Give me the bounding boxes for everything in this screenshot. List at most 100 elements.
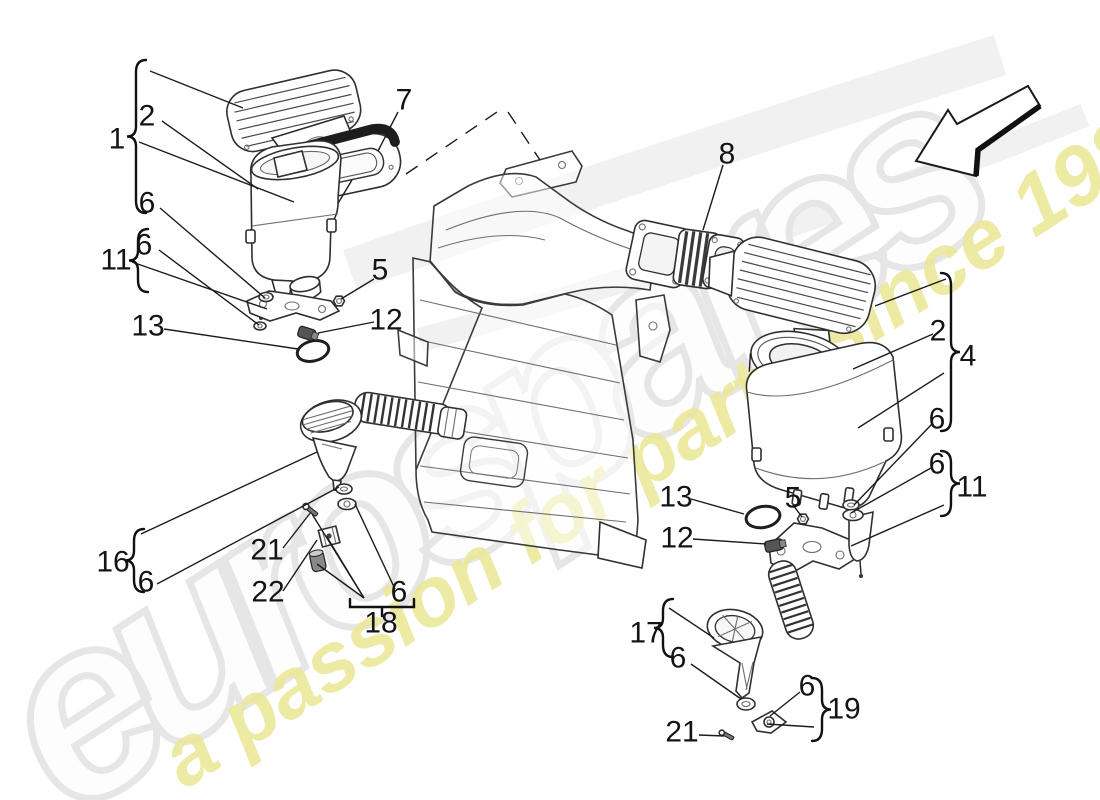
air-cleaner-cover-right: [707, 236, 877, 335]
o-ring-left: [295, 339, 331, 363]
sensor-right: [763, 538, 787, 553]
part-number-6: 6: [670, 642, 687, 675]
leader-line: [853, 423, 933, 506]
group-brackets: [124, 58, 961, 743]
part-number-5: 5: [372, 254, 389, 287]
part-number-22: 22: [251, 576, 284, 609]
corrugated-hose-right: [767, 560, 815, 640]
housing-drain-right: [848, 510, 874, 562]
leader-line: [340, 278, 375, 300]
part-number-12: 12: [369, 304, 402, 337]
leader-line: [282, 511, 312, 549]
panel-right-bracket: [635, 294, 671, 363]
leader-line: [769, 691, 801, 717]
leader-line: [159, 207, 266, 299]
group-bracket: [348, 597, 416, 618]
leader-line: [698, 734, 725, 737]
leader-line: [702, 164, 724, 231]
air-conveyor-panel: [397, 150, 746, 569]
intake-duct-left: [299, 391, 468, 573]
leader-line: [282, 539, 318, 592]
part-number-21: 21: [250, 534, 283, 567]
part-number-6: 6: [138, 566, 155, 599]
leader-line: [857, 372, 945, 429]
duct-flange: [625, 219, 693, 289]
leader-line: [874, 278, 947, 307]
leader-line: [850, 504, 945, 547]
washer: [337, 497, 357, 511]
conveyor-main-panel: [412, 256, 639, 558]
rubber-grommet: [258, 291, 274, 303]
housing-clip: [326, 218, 337, 233]
leader-line: [766, 723, 815, 728]
part-number-6: 6: [929, 403, 946, 436]
part-number-11: 11: [100, 244, 131, 277]
housing-clip: [883, 427, 894, 442]
part-number-8: 8: [719, 138, 736, 171]
leader-line: [161, 120, 259, 190]
air-intake-cup-left: [299, 399, 363, 443]
leader-line: [140, 451, 318, 535]
part-number-6: 6: [391, 576, 408, 609]
washer: [842, 508, 864, 522]
part-number-2: 2: [139, 100, 156, 133]
leader-line: [316, 563, 365, 599]
part-number-11: 11: [956, 471, 987, 504]
air-intake-cup-right: [706, 608, 764, 650]
part-number-7: 7: [396, 84, 413, 117]
sensor-left: [297, 325, 320, 342]
leader-line: [852, 333, 934, 370]
part-number-4: 4: [960, 340, 977, 373]
housing-inner-cartridge: [273, 150, 308, 178]
panel-recess: [459, 436, 529, 488]
leader-line: [326, 536, 365, 599]
group-bracket: [653, 597, 675, 659]
housing-clip: [751, 447, 762, 462]
part-number-2: 2: [930, 315, 947, 348]
part-number-17: 17: [629, 617, 662, 650]
fixing-screw: [718, 729, 735, 741]
part-number-6: 6: [929, 448, 946, 481]
leader-line: [317, 321, 375, 334]
rubber-bushing: [308, 549, 327, 573]
part-number-18: 18: [364, 607, 397, 640]
corrugated-hose-left: [353, 391, 468, 440]
duct-funnel-right: [710, 635, 763, 700]
leader-line: [405, 111, 498, 175]
panel-foot: [597, 520, 647, 569]
leader-lines: [131, 70, 947, 737]
leader-line: [850, 467, 932, 514]
leader-line: [690, 663, 742, 700]
part-number-12: 12: [660, 522, 693, 555]
part-number-6: 6: [139, 187, 156, 220]
air-cleaner-assembly-right: [707, 236, 903, 578]
group-bracket: [939, 449, 961, 518]
leader-line: [158, 249, 260, 326]
direction-arrow-icon: [914, 84, 1042, 178]
leader-line: [138, 141, 295, 203]
housing-clip: [245, 229, 256, 244]
group-bracket: [128, 227, 150, 294]
group-bracket: [939, 271, 961, 433]
leader-line: [792, 504, 803, 518]
air-cleaner-assembly-left: [226, 69, 402, 363]
leader-line: [692, 538, 767, 545]
part-number-6: 6: [136, 229, 153, 262]
group-bracket: [810, 676, 832, 743]
part-number-5: 5: [785, 482, 802, 515]
group-bracket: [124, 527, 146, 594]
leader-line: [354, 503, 396, 590]
panel-left-tab: [397, 328, 429, 368]
intake-duct-right: [706, 560, 815, 741]
part-number-13: 13: [659, 481, 692, 514]
nut-right: [796, 513, 810, 525]
leader-line: [163, 328, 299, 350]
o-ring-right: [744, 504, 782, 530]
air-cleaner-housing-right: [745, 341, 903, 509]
part-number-6: 6: [799, 670, 816, 703]
leader-line: [377, 111, 399, 152]
leader-line: [131, 261, 268, 310]
